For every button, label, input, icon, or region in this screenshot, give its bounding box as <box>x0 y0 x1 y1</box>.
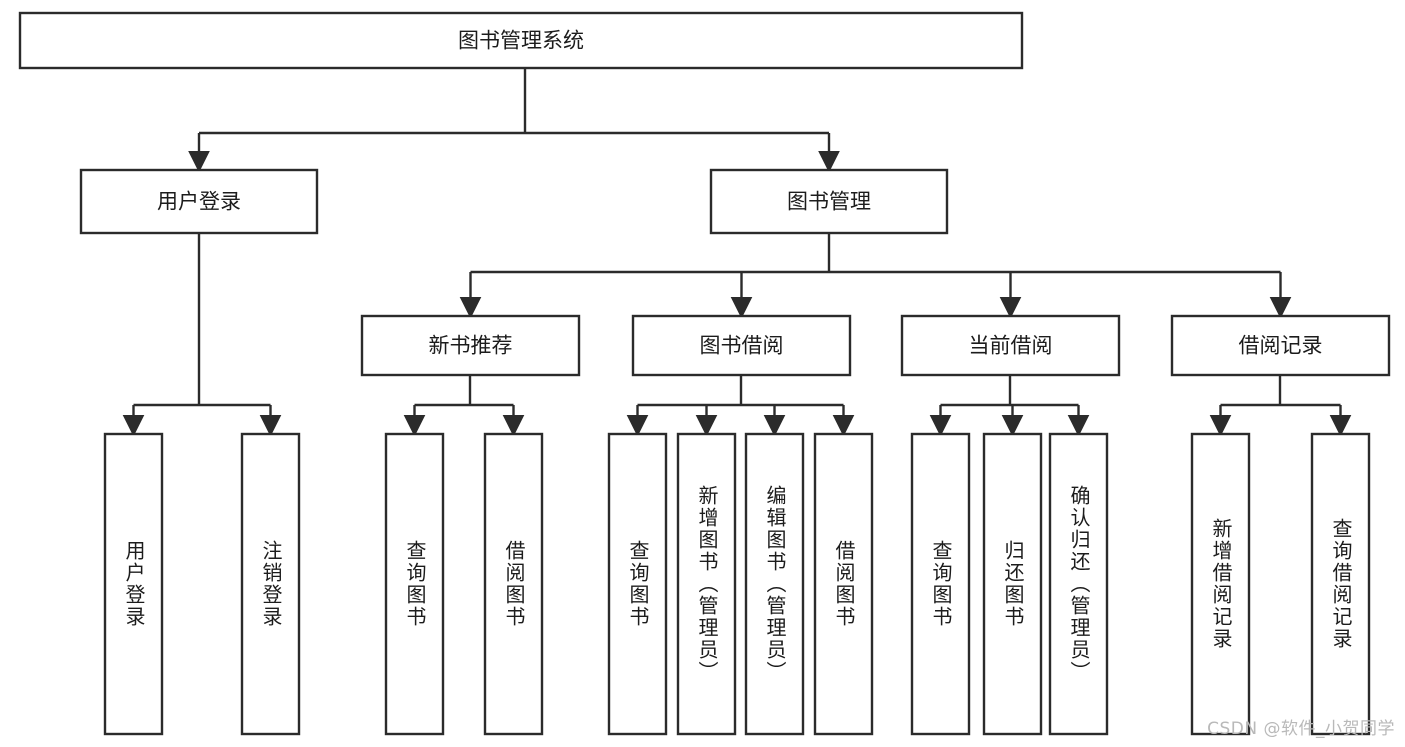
connector-group <box>403 375 525 437</box>
node-label-borrow-record: 借阅记录 <box>1239 334 1323 358</box>
node-root[interactable] <box>18 11 1024 70</box>
node-leaf-user-login[interactable] <box>103 432 164 736</box>
connector-group <box>929 375 1090 437</box>
node-leaf-bb-add[interactable] <box>676 432 737 736</box>
node-leaf-logout[interactable] <box>240 432 301 736</box>
node-user-login[interactable] <box>79 168 319 235</box>
node-borrow-record[interactable] <box>1170 314 1391 377</box>
connector-group <box>626 375 855 437</box>
connector-group <box>459 233 1292 319</box>
edge-layer <box>122 68 1352 437</box>
node-label-current-borrow: 当前借阅 <box>969 334 1053 358</box>
node-label-user-login: 用户登录 <box>157 190 241 214</box>
node-label-book-manage: 图书管理 <box>787 190 871 214</box>
node-leaf-br-add[interactable] <box>1190 432 1251 736</box>
node-label-new-book-rec: 新书推荐 <box>429 334 513 358</box>
connector-group <box>122 233 282 437</box>
node-leaf-nb-borrow[interactable] <box>483 432 544 736</box>
connector-group <box>188 68 840 173</box>
node-label-root: 图书管理系统 <box>458 29 584 53</box>
node-leaf-cb-confirm[interactable] <box>1048 432 1109 736</box>
node-leaf-bb-query[interactable] <box>607 432 668 736</box>
node-current-borrow[interactable] <box>900 314 1121 377</box>
node-leaf-br-query[interactable] <box>1310 432 1371 736</box>
node-book-borrow[interactable] <box>631 314 852 377</box>
node-leaf-nb-query[interactable] <box>384 432 445 736</box>
node-leaf-bb-edit[interactable] <box>744 432 805 736</box>
node-leaf-bb-borrow[interactable] <box>813 432 874 736</box>
node-label-book-borrow: 图书借阅 <box>700 334 784 358</box>
node-book-manage[interactable] <box>709 168 949 235</box>
node-leaf-cb-query[interactable] <box>910 432 971 736</box>
node-new-book-rec[interactable] <box>360 314 581 377</box>
connector-group <box>1209 375 1352 437</box>
node-leaf-cb-return[interactable] <box>982 432 1043 736</box>
